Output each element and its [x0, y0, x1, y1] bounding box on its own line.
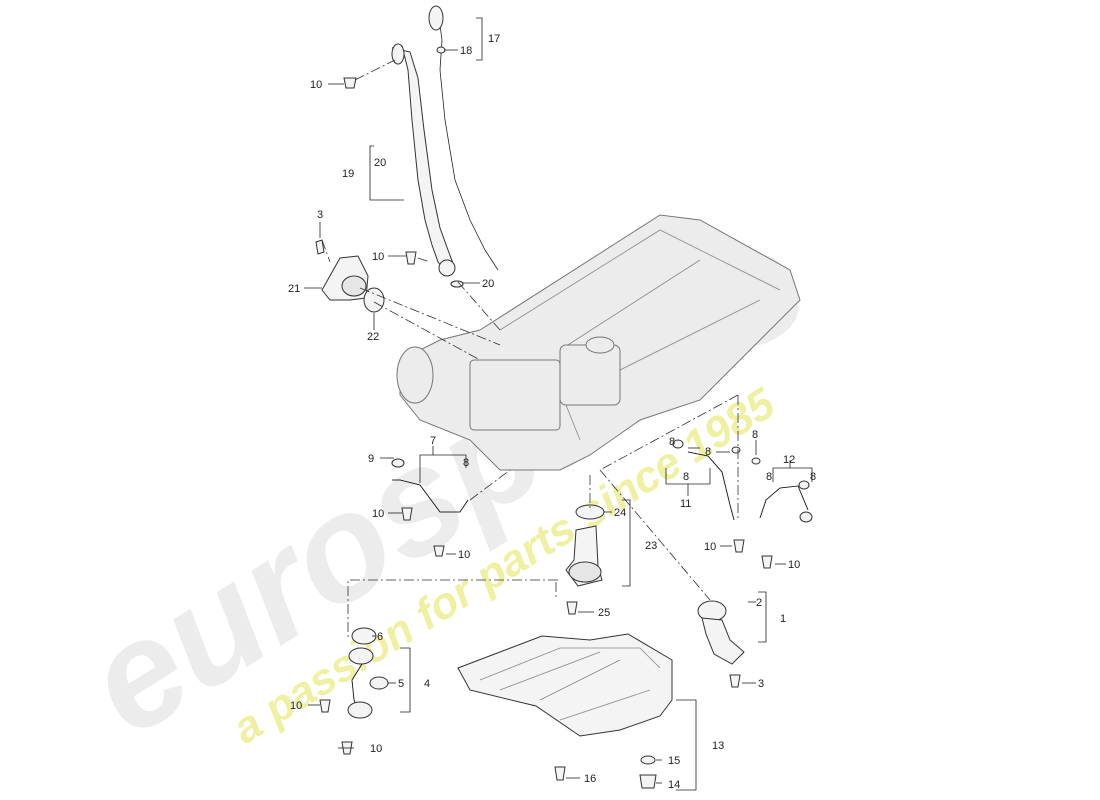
- callout-11: 11: [680, 498, 691, 510]
- oil-pickup-1: [697, 600, 745, 688]
- callout-8: 8: [810, 471, 816, 483]
- callout-18: 18: [460, 45, 472, 57]
- callout-10: 10: [704, 541, 716, 553]
- callout-3: 3: [758, 678, 764, 690]
- callout-8: 8: [752, 429, 758, 441]
- callout-3: 3: [317, 209, 323, 221]
- callout-10: 10: [372, 251, 384, 263]
- oil-pump-23: [565, 504, 605, 615]
- callout-6: 6: [377, 631, 383, 643]
- callout-21: 21: [288, 283, 300, 295]
- fasteners: [343, 77, 464, 468]
- callout-10: 10: [372, 508, 384, 520]
- callout-10: 10: [290, 700, 302, 712]
- engine-block: [396, 214, 801, 471]
- callout-20: 20: [482, 278, 494, 290]
- callout-12: 12: [783, 454, 795, 466]
- flange-21: [315, 239, 385, 313]
- callout-8: 8: [683, 471, 689, 483]
- callout-5: 5: [398, 678, 404, 690]
- callout-22: 22: [367, 331, 379, 343]
- callout-17: 17: [488, 33, 500, 45]
- leader-lines: [321, 59, 739, 640]
- callout-8: 8: [669, 436, 675, 448]
- callout-1: 1: [780, 613, 786, 625]
- callout-14: 14: [668, 779, 680, 791]
- callout-8: 8: [705, 446, 711, 458]
- callout-8: 8: [463, 457, 469, 469]
- callout-13: 13: [712, 740, 724, 752]
- callout-8: 8: [766, 471, 772, 483]
- callout-10: 10: [370, 743, 382, 755]
- callout-7: 7: [430, 435, 436, 447]
- callout-24: 24: [614, 507, 626, 519]
- callout-9: 9: [368, 453, 374, 465]
- callout-10: 10: [310, 79, 322, 91]
- callout-4: 4: [424, 678, 430, 690]
- dipstick-handle: [428, 5, 444, 31]
- pipe-11: [672, 439, 745, 553]
- callout-labels: 17 18 10 19 20 3 10 20 21 22 7 8 9 10 10…: [288, 33, 816, 791]
- oil-pan-13: [457, 633, 673, 789]
- callout-23: 23: [645, 540, 657, 552]
- callout-leaders: [304, 17, 813, 791]
- callout-16: 16: [584, 773, 596, 785]
- callout-19: 19: [342, 168, 354, 180]
- pipe-4: [319, 627, 389, 755]
- callout-10: 10: [788, 559, 800, 571]
- callout-15: 15: [668, 755, 680, 767]
- callout-25: 25: [598, 607, 610, 619]
- callout-2: 2: [756, 597, 762, 609]
- callout-20: 20: [374, 157, 386, 169]
- callout-10: 10: [458, 549, 470, 561]
- pipe-12: [751, 457, 813, 569]
